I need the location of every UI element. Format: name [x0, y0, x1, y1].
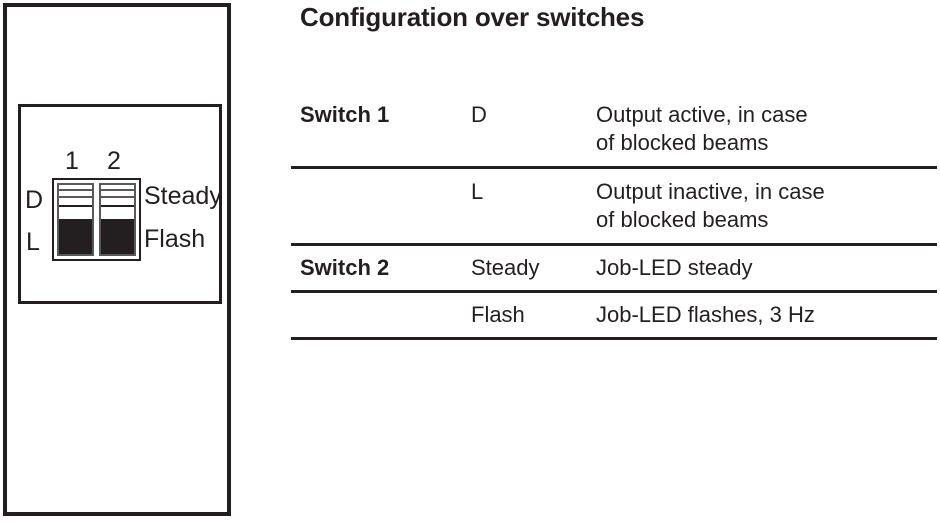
dip-switch-ridges-2 — [101, 185, 134, 208]
dip-switch-slot-2[interactable] — [99, 183, 136, 256]
table-cell-description: Job-LED steady — [596, 254, 937, 282]
dip-switch-lever-1[interactable] — [59, 218, 92, 254]
description-line: Job-LED flashes, 3 Hz — [596, 302, 815, 327]
table-rule — [291, 166, 937, 169]
table-row: L Output inactive, in case of blocked be… — [291, 169, 937, 243]
mode-label-flash: Flash — [144, 225, 206, 253]
table-cell-description: Output active, in case of blocked beams — [596, 101, 937, 157]
dip-switch-lever-2[interactable] — [101, 218, 134, 254]
table-cell-setting: D — [471, 102, 487, 127]
slider-number-2: 2 — [107, 147, 121, 175]
description-line: Output active, in case — [596, 102, 808, 127]
table-cell-setting: Flash — [471, 302, 525, 327]
position-label-d: D — [25, 186, 44, 214]
dip-switch-block[interactable] — [52, 178, 141, 261]
slider-number-1: 1 — [65, 147, 79, 175]
dip-switch-gap-1 — [59, 207, 92, 219]
table-row: Switch 1 D Output active, in case of blo… — [291, 92, 937, 166]
content-area: Configuration over switches Switch 1 D O… — [291, 0, 940, 524]
table-row: Flash Job-LED flashes, 3 Hz — [291, 293, 937, 337]
dip-switch-gap-2 — [101, 207, 134, 219]
table-cell-setting: L — [471, 179, 484, 204]
configuration-table: Switch 1 D Output active, in case of blo… — [291, 92, 937, 340]
table-cell-switch: Switch 1 — [300, 102, 390, 127]
dip-switch-ridges-1 — [59, 185, 92, 208]
table-rule — [291, 243, 937, 246]
table-rule — [291, 337, 937, 340]
description-line: of blocked beams — [596, 130, 769, 155]
description-line: of blocked beams — [596, 207, 769, 232]
description-line: Output inactive, in case — [596, 179, 825, 204]
dip-switch-slot-1[interactable] — [57, 183, 94, 256]
table-rule — [291, 290, 937, 293]
description-line: Job-LED steady — [596, 255, 753, 280]
table-cell-setting: Steady — [471, 255, 540, 280]
table-cell-switch: Switch 2 — [300, 255, 390, 280]
device-illustration-panel: 1 2 D L Steady Flash — [3, 3, 231, 516]
table-cell-description: Job-LED flashes, 3 Hz — [596, 301, 937, 329]
mode-label-steady: Steady — [144, 182, 222, 210]
table-cell-description: Output inactive, in case of blocked beam… — [596, 178, 937, 234]
position-label-l: L — [26, 228, 40, 256]
table-row: Switch 2 Steady Job-LED steady — [291, 246, 937, 290]
page-title: Configuration over switches — [300, 2, 645, 32]
